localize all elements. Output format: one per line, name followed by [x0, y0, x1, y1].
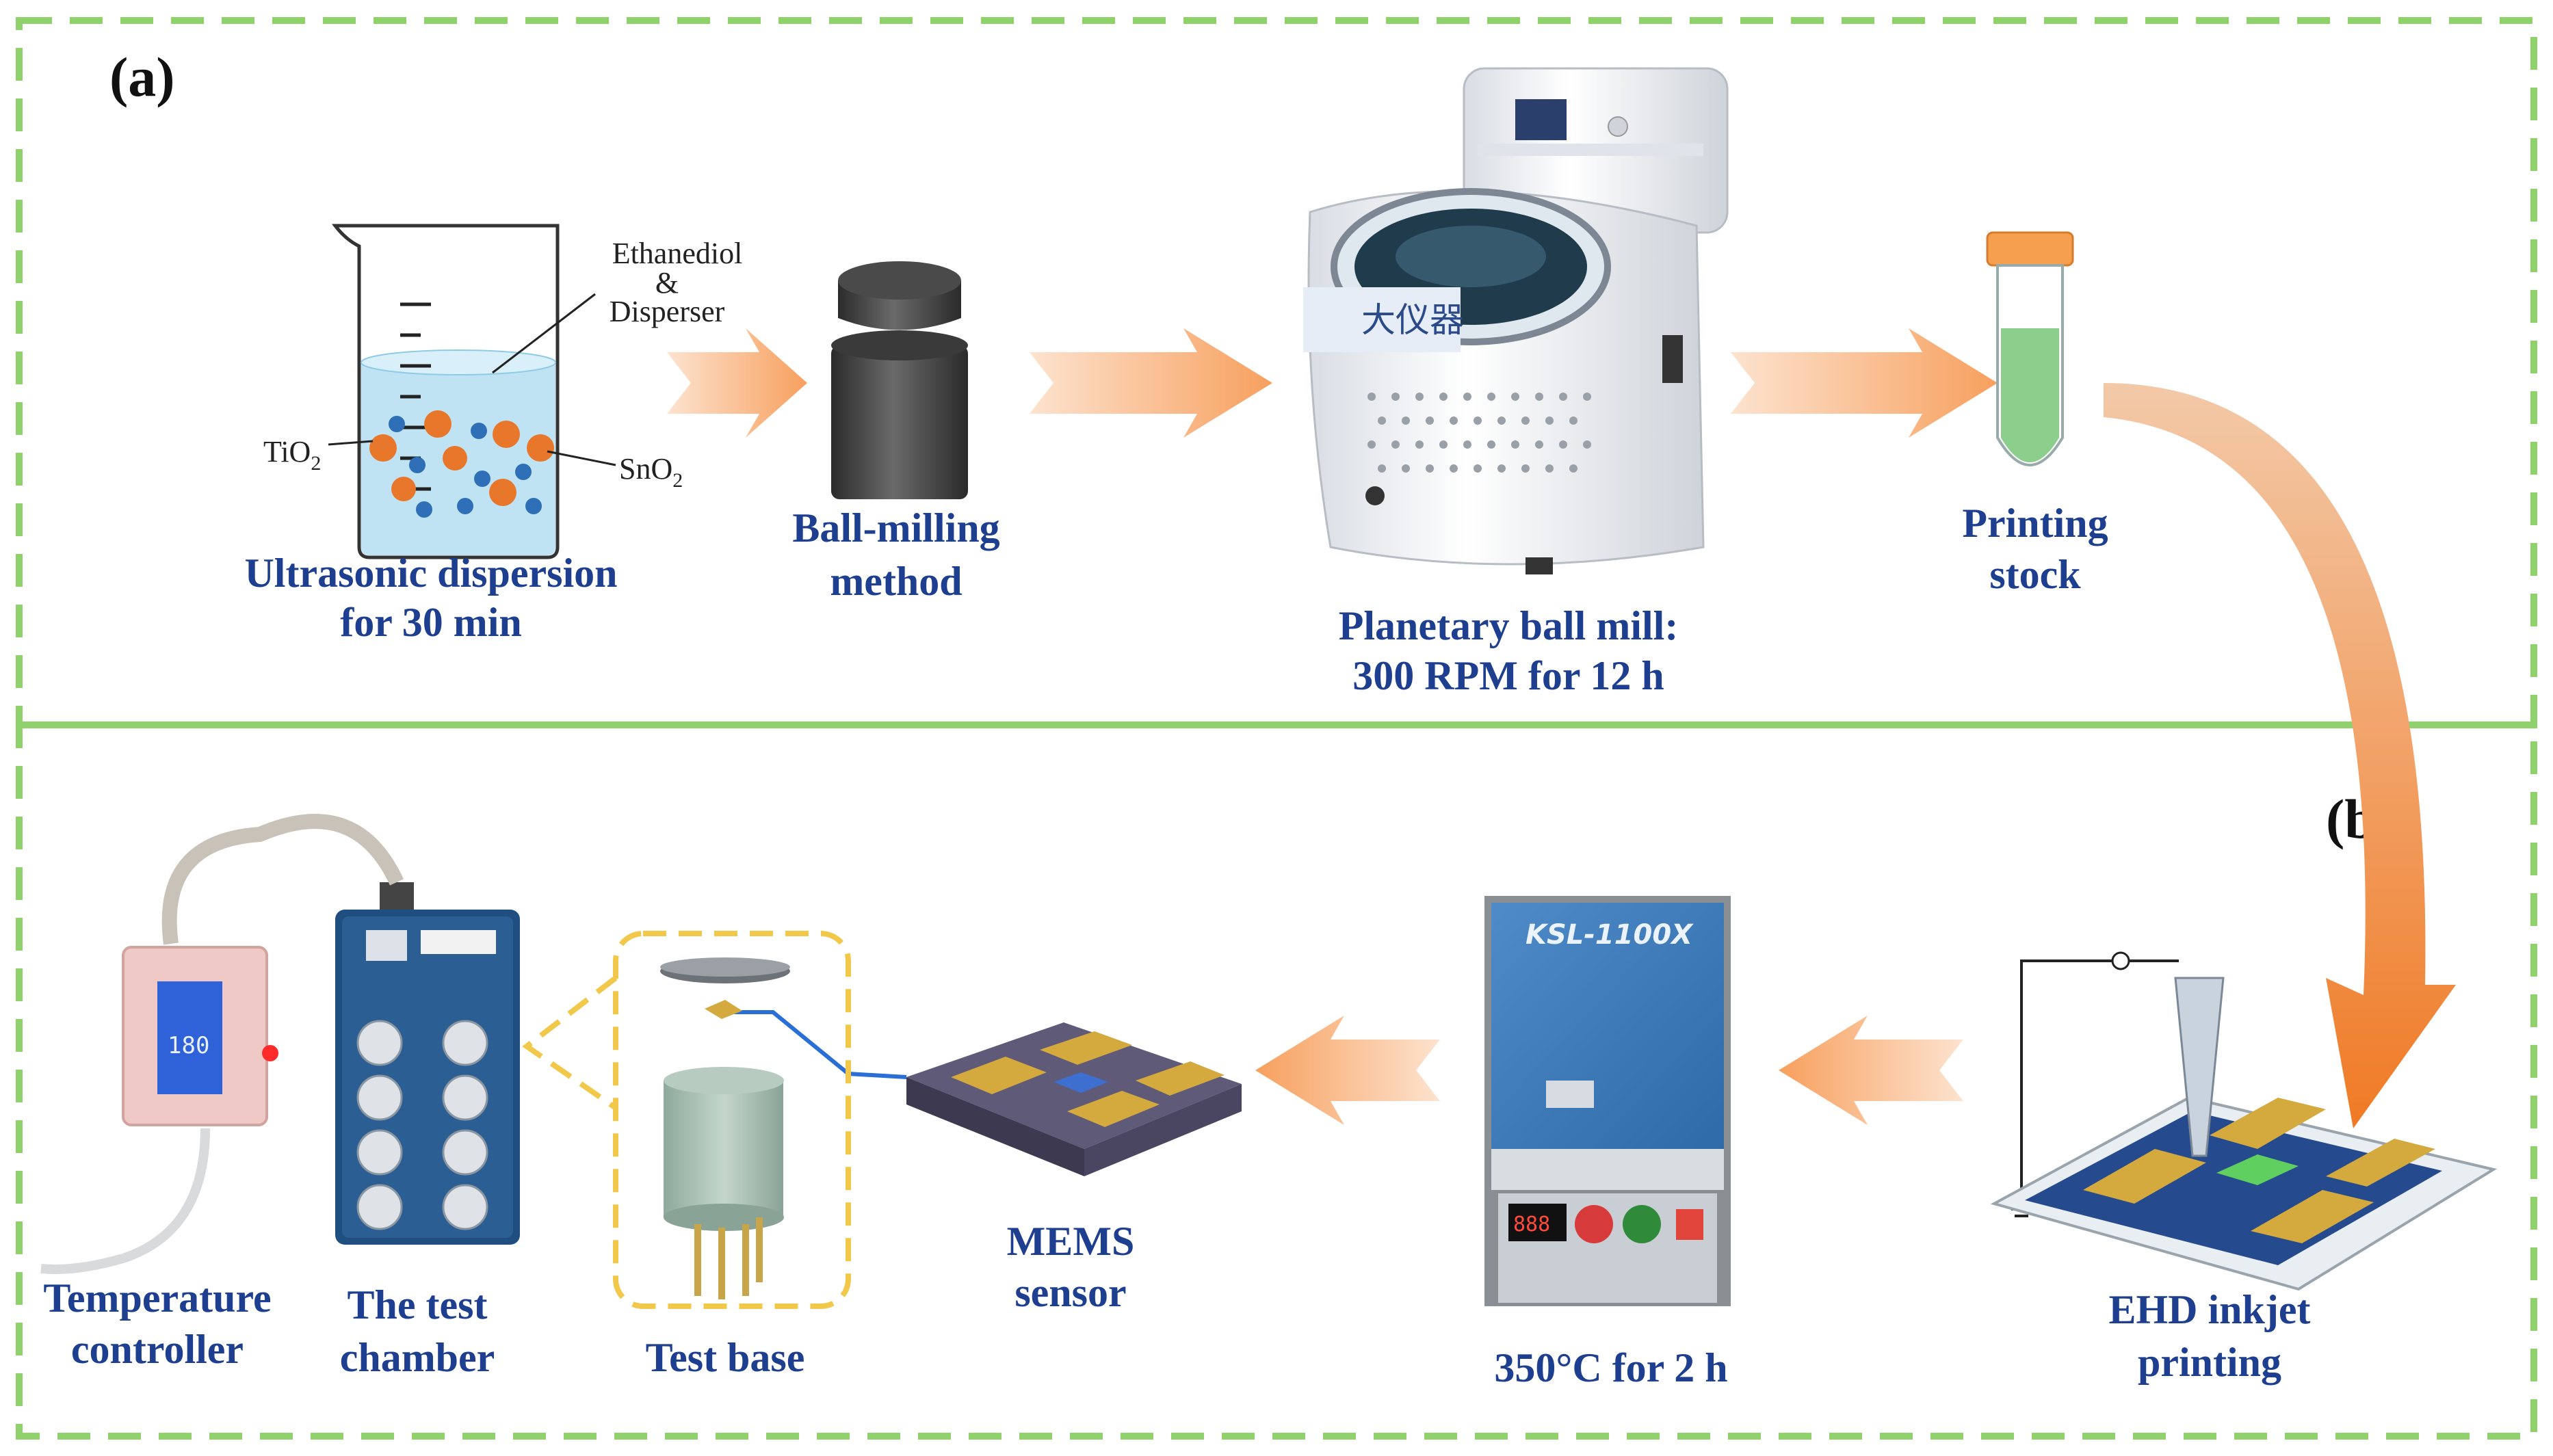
- mems-sensor-chip: [906, 1022, 1242, 1176]
- step-controller-line-2: controller: [71, 1327, 244, 1372]
- step-controller-line-1: Temperature: [43, 1275, 271, 1321]
- mill-brand-text: 大仪器: [1361, 300, 1464, 340]
- curved-arrow-to-printing: [2104, 383, 2456, 1128]
- sno2-particles: [369, 410, 554, 506]
- connector-line: [722, 1010, 907, 1079]
- test-base: [660, 957, 790, 1299]
- ehd-printing-setup: [1990, 951, 2498, 1291]
- panel-b-border: [16, 722, 2537, 1440]
- panel-a-tag: (a): [109, 46, 175, 108]
- step-mems-line-2: sensor: [1014, 1270, 1126, 1315]
- arrow-right-2: [1030, 328, 1272, 438]
- ball-mill-jar: [831, 261, 968, 499]
- step-chamber-line-2: chamber: [340, 1335, 495, 1380]
- tio2-particles: [389, 416, 542, 518]
- planetary-ball-mill: 大仪器: [1303, 67, 1729, 574]
- beaker-illustration: [328, 224, 616, 559]
- step-ballmilling-line-2: method: [830, 559, 962, 604]
- tio2-label: TiO2: [263, 435, 321, 475]
- step-planetary-line-1: Planetary ball mill:: [1339, 603, 1679, 648]
- step-ultrasonic-line-1: Ultrasonic dispersion: [244, 551, 617, 596]
- furnace-model-text: KSL-1100X: [1526, 919, 1694, 951]
- step-annealing: 350°C for 2 h: [1494, 1345, 1727, 1390]
- step-test-base: Test base: [646, 1335, 805, 1380]
- sno2-label: SnO2: [619, 452, 683, 492]
- ribbon-cable: [161, 814, 404, 945]
- controller-display: 180: [168, 1032, 209, 1059]
- step-ballmilling-line-1: Ball-milling: [792, 505, 999, 551]
- step-mems-line-1: MEMS: [1007, 1219, 1135, 1264]
- tube-furnace: KSL-1100X 888: [1484, 896, 1731, 1306]
- step-chamber-line-1: The test: [348, 1282, 488, 1327]
- furnace-display: 888: [1513, 1213, 1550, 1236]
- test-base-highlight-box: [613, 931, 851, 1309]
- arrow-left-1: [1779, 1016, 1963, 1125]
- step-printing-stock-line-2: stock: [1989, 552, 2081, 597]
- step-ehd-line-2: printing: [2138, 1340, 2281, 1385]
- arrow-right-1: [667, 328, 807, 438]
- temperature-controller: 180: [40, 946, 278, 1274]
- test-chamber: [335, 882, 520, 1245]
- step-ultrasonic-line-2: for 30 min: [340, 600, 522, 645]
- step-printing-stock-line-1: Printing: [1962, 501, 2108, 546]
- liquid-label-line-2: &: [655, 266, 679, 300]
- arrow-left-2: [1255, 1016, 1440, 1125]
- step-ehd-line-1: EHD inkjet: [2108, 1287, 2310, 1332]
- arrow-right-3: [1731, 328, 1998, 438]
- callout-wedge: [522, 975, 618, 1111]
- liquid-label-line-1: Ethanediol: [612, 237, 743, 270]
- step-planetary-line-2: 300 RPM for 12 h: [1352, 653, 1664, 698]
- printing-stock-tube: [1986, 231, 2074, 466]
- liquid-label-line-3: Disperser: [610, 295, 725, 328]
- panel-a-border: [16, 17, 2537, 728]
- mill-vent-holes: [1367, 393, 1591, 473]
